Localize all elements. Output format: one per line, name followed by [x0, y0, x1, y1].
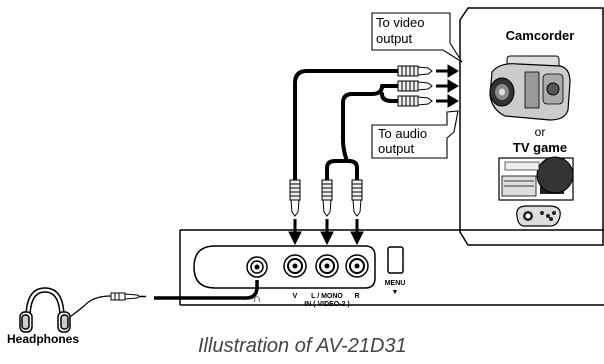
audio-right-arrow-icon [436, 94, 459, 108]
camcorder-icon [489, 55, 571, 121]
headphone-jack-symbol: ∩ [253, 293, 261, 305]
audio-right-plug-tv [351, 179, 363, 217]
game-controller-icon [516, 205, 561, 227]
tv-rca-plugs [289, 179, 363, 217]
menu-arrow-icon: ▼ [392, 289, 399, 296]
av-cables [293, 69, 400, 182]
headphones-label: Headphones [7, 332, 79, 346]
tv-front-panel: MENU ▼ ∩ V L / MONO R IN ( VIDEO-2 ) [179, 229, 604, 308]
audio-left-input-jack[interactable] [315, 254, 339, 278]
figure-caption: Illustration of AV-21D31 [198, 335, 407, 357]
input-name-label: IN ( VIDEO-2 ) [304, 301, 350, 308]
audio-right-input-jack[interactable] [345, 254, 369, 278]
tv-game-label: TV game [513, 140, 567, 155]
headphone-jack[interactable] [246, 256, 268, 278]
video-plug-tv [289, 179, 301, 217]
audio-callout-line1: To audio [378, 126, 427, 141]
audio-left-arrow-icon [436, 79, 459, 93]
headphones-icon [19, 287, 71, 333]
video-callout-line2: output [376, 31, 413, 46]
audio-left-plug-source [397, 80, 433, 92]
menu-button[interactable] [387, 246, 404, 274]
video-plug-source [397, 65, 433, 77]
video-callout-line1: To video [376, 15, 424, 30]
camcorder-label: Camcorder [506, 28, 575, 43]
audio-left-jack-label: L / MONO [311, 293, 343, 300]
audio-output-callout: To audio output [371, 110, 459, 159]
source-device-panel: Camcorder or TV game [459, 7, 604, 246]
headphone-plug [110, 292, 146, 301]
video-jack-label: V [293, 293, 298, 300]
audio-right-down-arrow-icon [350, 219, 364, 246]
audio-left-plug-tv [321, 179, 333, 217]
menu-label: MENU [385, 280, 406, 287]
audio-callout-line2: output [378, 141, 415, 156]
or-label: or [535, 125, 546, 139]
audio-left-down-arrow-icon [320, 219, 334, 246]
source-direction-arrows [436, 64, 459, 108]
tv-direction-arrows [288, 219, 364, 246]
game-console-icon [498, 156, 574, 201]
video-input-jack[interactable] [283, 254, 307, 278]
audio-right-jack-label: R [354, 293, 359, 300]
source-rca-plugs [397, 65, 433, 107]
video-arrow-icon [436, 64, 459, 78]
audio-right-plug-source [397, 95, 433, 107]
video-down-arrow-icon [288, 219, 302, 246]
video-output-callout: To video output [371, 12, 463, 63]
